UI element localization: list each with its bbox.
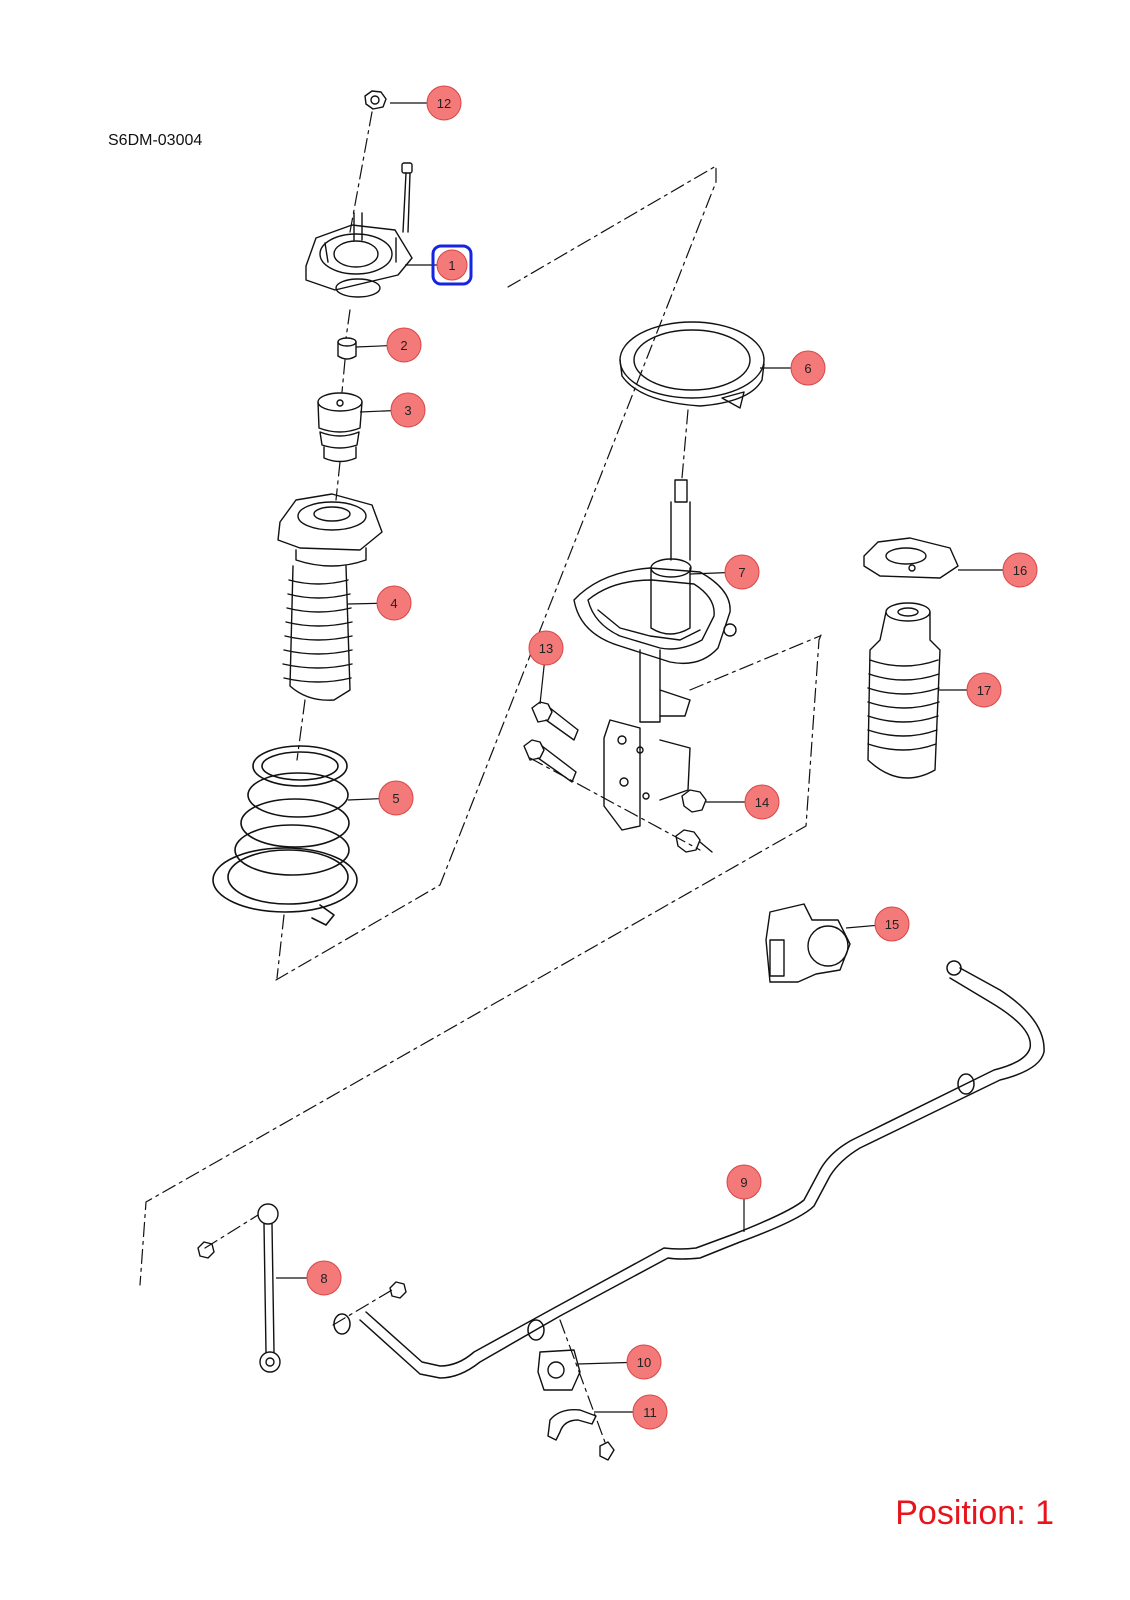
- part-11-clamp: [547, 1409, 615, 1461]
- callout-17[interactable]: 17: [938, 672, 1002, 708]
- callout-label: 12: [437, 96, 451, 111]
- callout-15[interactable]: 15: [845, 906, 910, 942]
- part-2-spacer: [337, 337, 357, 360]
- callout-label: 9: [740, 1175, 747, 1190]
- callout-label: 10: [637, 1355, 651, 1370]
- part-5-coil-spring: [212, 745, 358, 926]
- part-3-bump-stop: [317, 392, 363, 463]
- callout-label: 8: [320, 1271, 327, 1286]
- callout-bubble[interactable]: [966, 672, 1002, 708]
- callout-bubble[interactable]: [744, 784, 780, 820]
- callout-3[interactable]: 3: [359, 392, 426, 428]
- callout-bubble[interactable]: [626, 1344, 662, 1380]
- callout-bubble[interactable]: [436, 249, 468, 281]
- callout-14[interactable]: 14: [706, 784, 780, 820]
- part-15-bracket: [765, 903, 851, 983]
- callout-1[interactable]: 1: [405, 244, 473, 286]
- part-stud: [401, 162, 413, 233]
- assembly-guide-lines: [139, 111, 822, 1446]
- callout-2[interactable]: 2: [355, 327, 422, 363]
- callout-bubble[interactable]: [528, 630, 564, 666]
- callout-label: 11: [643, 1405, 657, 1420]
- callout-13[interactable]: 13: [528, 630, 564, 705]
- callout-6[interactable]: 6: [760, 350, 826, 386]
- callout-bubble[interactable]: [724, 554, 760, 590]
- callout-9[interactable]: 9: [726, 1164, 762, 1232]
- callout-16[interactable]: 16: [958, 552, 1038, 588]
- callout-label: 13: [539, 641, 553, 656]
- callout-bubble[interactable]: [426, 85, 462, 121]
- callout-label: 6: [804, 361, 811, 376]
- part-9-stabilizer-bar: [333, 960, 1045, 1379]
- callout-label: 15: [885, 917, 899, 932]
- callout-label: 7: [738, 565, 745, 580]
- callout-12[interactable]: 12: [390, 85, 462, 121]
- callout-label: 17: [977, 683, 991, 698]
- callout-label: 14: [755, 795, 769, 810]
- part-7-strut: [573, 479, 737, 831]
- position-indicator: Position: 1: [895, 1494, 1054, 1532]
- part-1-strut-mount: [305, 212, 413, 298]
- callout-10[interactable]: 10: [577, 1344, 662, 1380]
- callout-8[interactable]: 8: [276, 1260, 342, 1296]
- selected-highlight: [431, 244, 473, 286]
- part-6-spring-seat: [619, 321, 765, 409]
- callout-5[interactable]: 5: [347, 780, 414, 816]
- part-17-dust-boot: [867, 602, 941, 779]
- callout-bubble[interactable]: [790, 350, 826, 386]
- callout-label: 1: [448, 258, 455, 273]
- callout-7[interactable]: 7: [689, 554, 760, 590]
- callout-bubble[interactable]: [390, 392, 426, 428]
- part-4-dust-boot: [277, 493, 383, 701]
- part-10-bushing: [537, 1349, 581, 1391]
- callout-bubble[interactable]: [386, 327, 422, 363]
- callout-bubble[interactable]: [378, 780, 414, 816]
- part-14-nuts: [675, 789, 713, 853]
- callout-bubble[interactable]: [306, 1260, 342, 1296]
- part-12-nut: [364, 90, 387, 110]
- callout-label: 3: [404, 403, 411, 418]
- callout-label: 5: [392, 791, 399, 806]
- callout-label: 2: [400, 338, 407, 353]
- callout-label: 16: [1013, 563, 1027, 578]
- callout-11[interactable]: 11: [594, 1394, 668, 1430]
- part-16-upper-seat: [863, 537, 959, 579]
- callout-label: 4: [390, 596, 397, 611]
- callout-bubble[interactable]: [726, 1164, 762, 1200]
- callout-bubble[interactable]: [376, 585, 412, 621]
- callout-bubble[interactable]: [874, 906, 910, 942]
- callout-4[interactable]: 4: [347, 585, 412, 621]
- callout-bubble[interactable]: [632, 1394, 668, 1430]
- part-8-stabilizer-link: [197, 1203, 407, 1373]
- diagram-code: S6DM-03004: [108, 132, 203, 149]
- callout-bubble[interactable]: [1002, 552, 1038, 588]
